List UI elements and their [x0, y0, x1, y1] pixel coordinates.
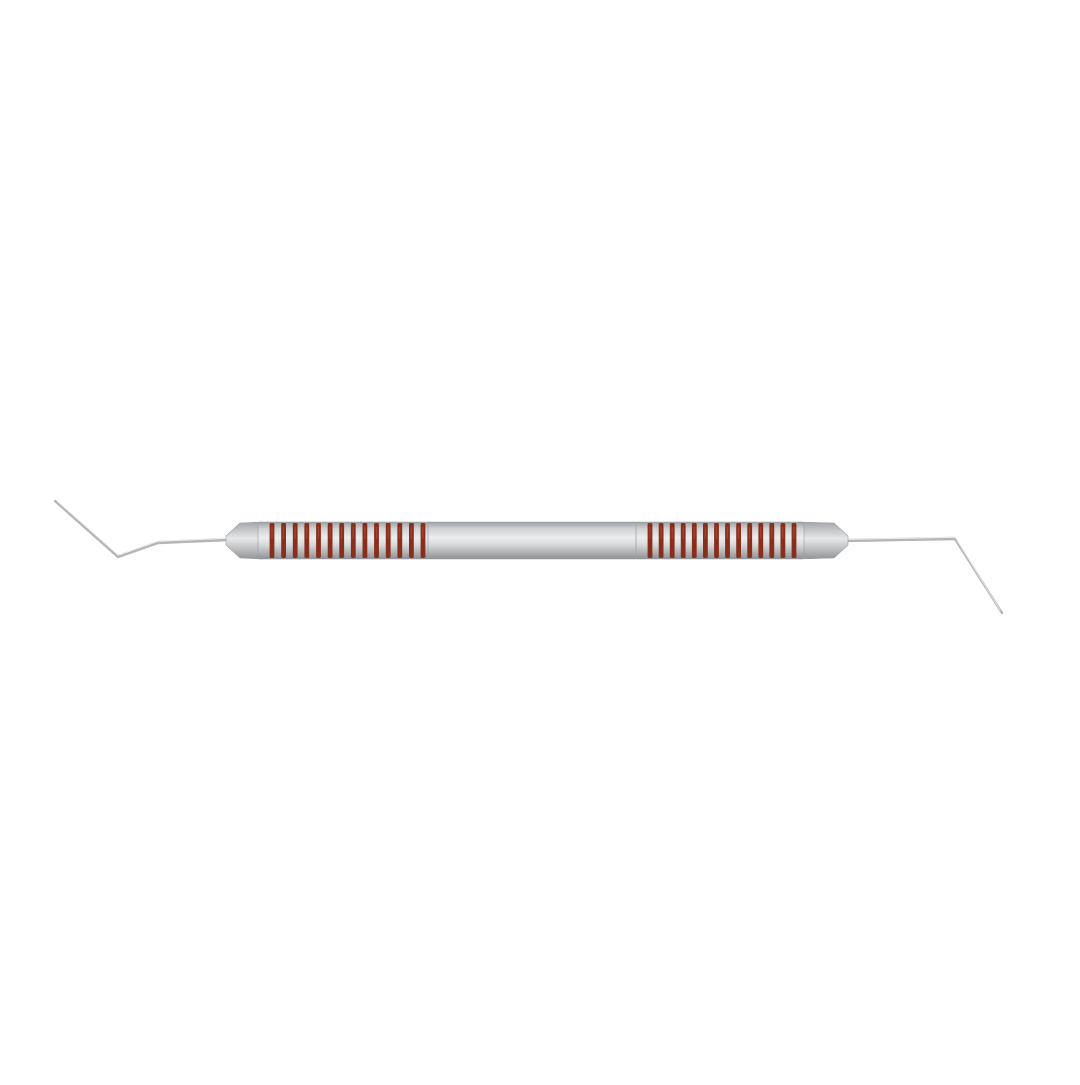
grip-ring — [350, 523, 356, 558]
grip-ring — [680, 523, 686, 558]
grip-ring — [269, 523, 275, 558]
grip-ring — [316, 523, 321, 558]
grip-ring — [791, 523, 797, 558]
grip-ring — [362, 523, 368, 558]
grip-ring — [669, 523, 675, 558]
grip-ring — [758, 523, 764, 558]
grip-ring — [747, 523, 753, 558]
grip-ring — [780, 523, 786, 558]
grip-ring — [714, 523, 719, 558]
left-grip-rings — [269, 523, 426, 558]
grip-ring — [420, 523, 426, 558]
right-ferrule — [799, 521, 849, 560]
grip-ring — [409, 523, 414, 558]
grip-ring — [385, 523, 391, 558]
left-tip — [53, 499, 230, 559]
grip-ring — [339, 523, 345, 558]
grip-ring — [647, 523, 653, 558]
grip-ring — [292, 523, 298, 558]
grip-ring — [304, 523, 310, 558]
grip-ring — [769, 523, 775, 558]
grip-ring — [703, 523, 708, 558]
grip-ring — [736, 523, 741, 558]
right-tip — [843, 537, 1004, 615]
grip-ring — [281, 523, 286, 558]
grip-ring — [374, 523, 379, 558]
grip-ring — [658, 523, 664, 558]
right-grip-rings — [647, 523, 797, 558]
handle-body — [257, 521, 805, 560]
grip-ring — [397, 523, 403, 558]
grip-ring — [725, 523, 730, 558]
grip-ring — [691, 523, 697, 558]
grip-ring — [327, 523, 333, 558]
left-ferrule — [225, 521, 263, 560]
